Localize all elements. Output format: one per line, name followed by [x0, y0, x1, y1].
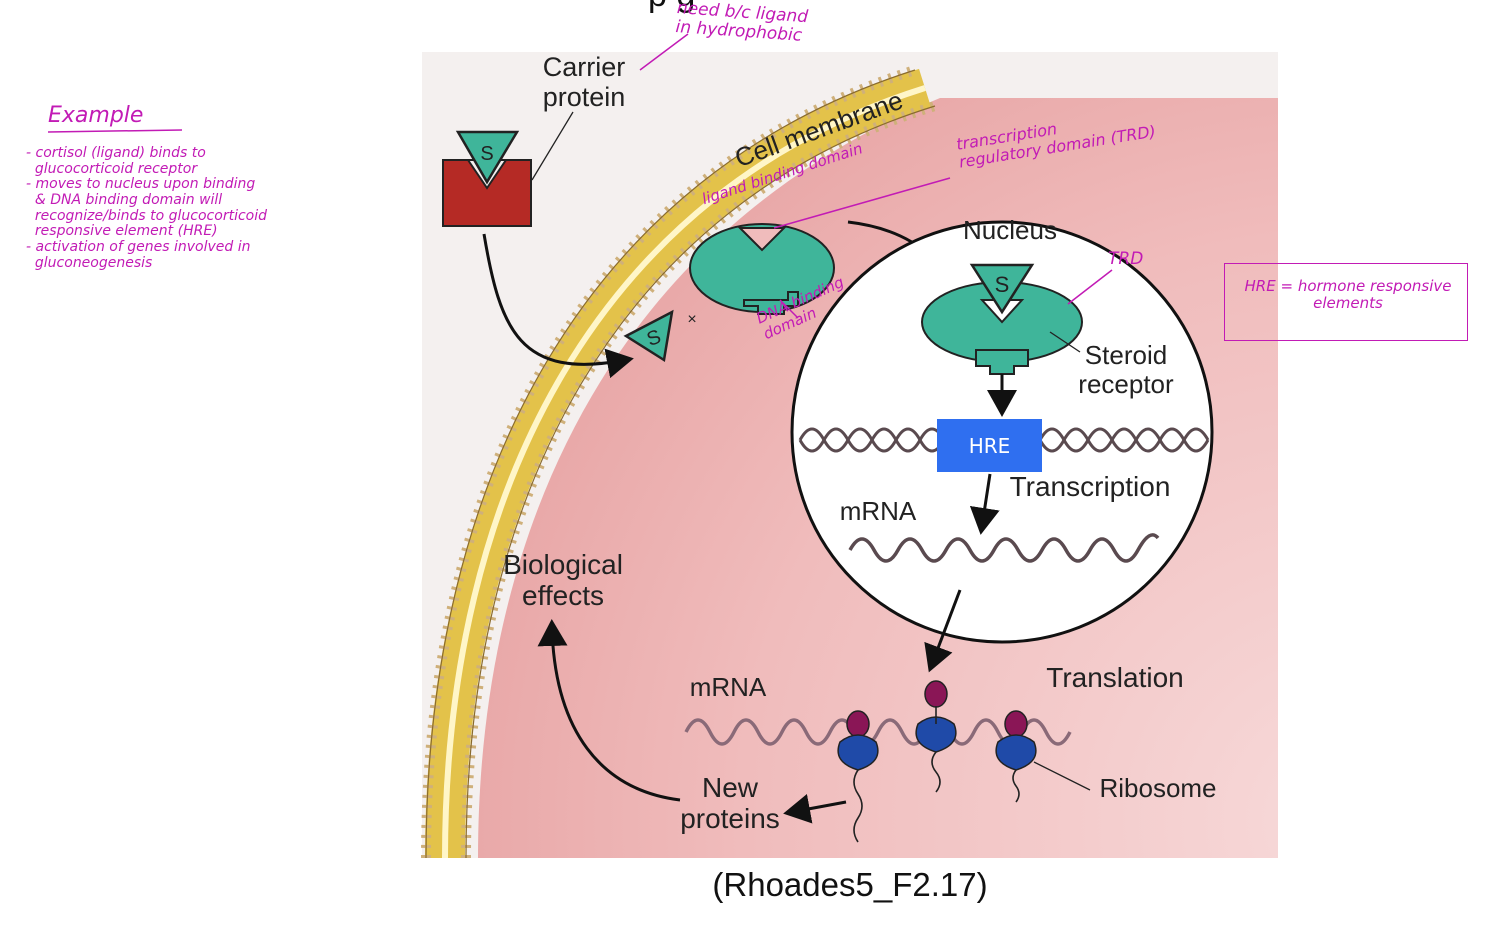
nucleus-label: Nucleus — [963, 215, 1057, 245]
mrna-nucleus-label: mRNA — [839, 496, 917, 526]
slide-title-fragment: p g — [648, 0, 695, 15]
ribosome — [995, 710, 1037, 803]
example-line: & DNA binding domain will — [26, 192, 223, 209]
figure-caption: (Rhoades5_F2.17) — [712, 866, 988, 903]
steroid-receptor-label: Steroid receptor — [1078, 340, 1174, 399]
carrier-protein-label: Carrier protein — [542, 52, 626, 112]
new-proteins-label: New proteins — [680, 772, 780, 834]
ribosome-label: Ribosome — [1099, 773, 1217, 803]
example-line: - cortisol (ligand) binds to — [26, 145, 206, 161]
example-notes: - cortisol (ligand) binds to glucocortic… — [26, 145, 346, 271]
translation-label: Translation — [1046, 662, 1184, 693]
biological-effects-label: Biological effects — [503, 549, 623, 611]
example-line: responsive element (HRE) — [26, 223, 218, 240]
hre-highlight-box: HRE — [937, 419, 1042, 472]
hormone-on-carrier: S — [455, 130, 520, 185]
cytoplasmic-receptor — [689, 223, 835, 315]
svg-text:S: S — [995, 272, 1010, 297]
ribosome — [915, 680, 957, 793]
hre-definition-text: HRE = hormone responsive elements — [1244, 277, 1452, 312]
nuclear-receptor: S — [921, 263, 1083, 375]
example-line: - moves to nucleus upon binding — [26, 176, 256, 193]
ribosome — [837, 710, 879, 843]
free-hormone: S — [623, 309, 674, 363]
example-line: gluconeogenesis — [26, 254, 153, 271]
mrna-cytoplasm-label: mRNA — [689, 672, 767, 702]
example-line: - activation of genes involved in — [26, 239, 251, 256]
example-heading: Example — [48, 103, 144, 128]
example-line: recognize/binds to glucocorticoid — [26, 207, 267, 224]
cell-membrane-bilayer — [421, 65, 937, 859]
hre-definition-box: HRE = hormone responsive elements — [1224, 263, 1468, 341]
transcription-label: Transcription — [1009, 471, 1171, 502]
hormone-symbol: S — [480, 143, 493, 165]
nuclear-mrna — [848, 533, 1160, 563]
example-line: glucocorticoid receptor — [26, 160, 198, 177]
x-mark: × — [687, 311, 697, 328]
trd-note: TRD — [1108, 249, 1144, 269]
